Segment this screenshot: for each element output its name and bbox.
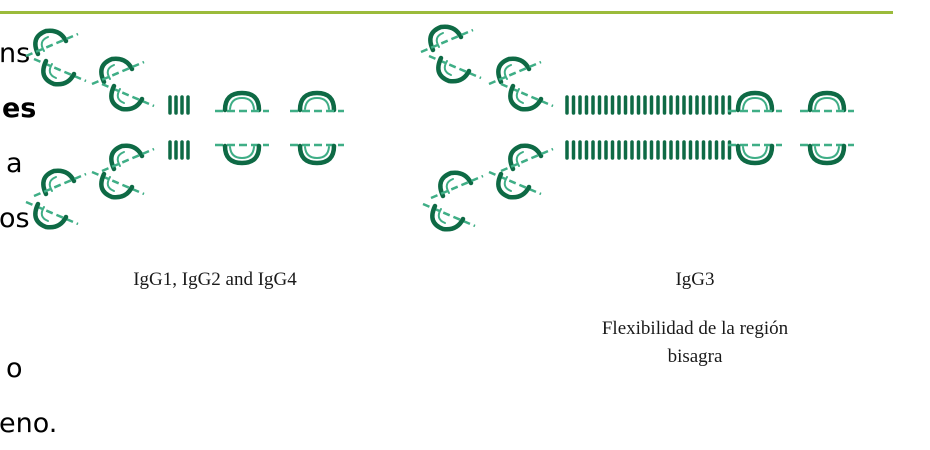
text-fragment-2: es [2,93,37,124]
caption-hinge-flexibility: Flexibilidad de la región bisagra [601,318,789,367]
text-fragment-6: eno. [0,408,58,439]
antibody-igg3-diagram [415,15,885,255]
text-fragment-1: ns [0,38,31,69]
slide-accent-rule [0,11,893,14]
text-fragment-3: a [6,148,23,179]
caption-igg3: IgG3 [675,269,715,290]
text-fragment-5: o [6,353,23,384]
antibody-igg1-igg2-igg4-diagram [20,15,365,255]
text-fragment-4: os [0,203,30,234]
caption-igg1-igg2-igg4: IgG1, IgG2 and IgG4 [133,269,297,290]
